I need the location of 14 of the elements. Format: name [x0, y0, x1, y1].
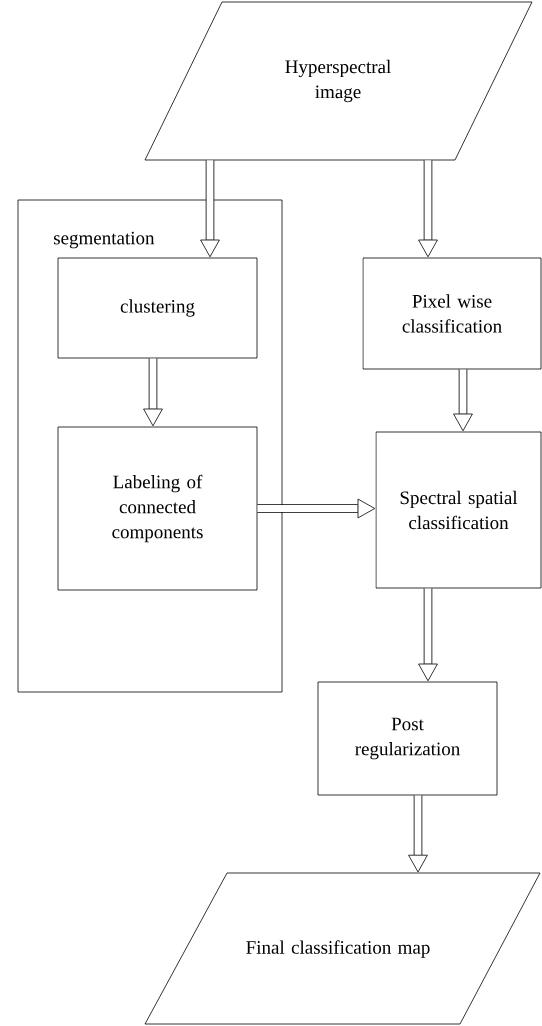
- process-box: clustering: [57, 257, 258, 359]
- process-box: Post regularization: [317, 681, 498, 796]
- arrow: [200, 160, 220, 258]
- parallelogram-box: Final classification map: [144, 872, 541, 1025]
- parallelogram-box: Hyperspectral image: [144, 1, 533, 161]
- process-box: Pixel wise classification: [362, 257, 542, 370]
- arrow: [453, 369, 473, 432]
- arrow: [418, 588, 438, 682]
- arrow: [143, 358, 163, 427]
- process-box: Labeling of connected components: [57, 426, 258, 591]
- arrow: [418, 160, 438, 258]
- arrow: [408, 795, 428, 873]
- process-box: Spectral spatial classification: [375, 431, 542, 589]
- arrow: [257, 498, 376, 519]
